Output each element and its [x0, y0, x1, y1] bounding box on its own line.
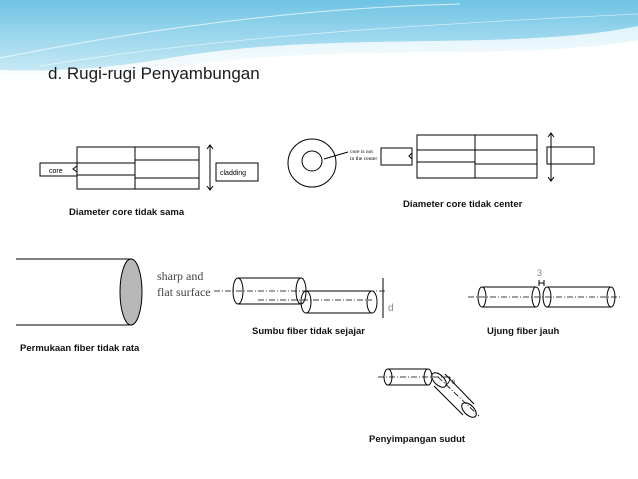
off-center-note-line2: in the center: [350, 156, 377, 162]
offset-symbol: d: [388, 303, 394, 314]
diagram-gap: [468, 280, 620, 308]
caption-core-mismatch: Diameter core tidak sama: [69, 207, 185, 218]
surface-note-line2: flat surface: [157, 285, 211, 299]
diagram-off-center: [287, 132, 595, 188]
gap-symbol: 3: [537, 268, 542, 278]
angle-symbol: θ: [452, 380, 455, 386]
off-center-note-line1: core is not: [350, 149, 373, 155]
header-wave-decoration: [0, 0, 638, 81]
diagram-core-mismatch: [39, 144, 259, 191]
slide-title: d. Rugi-rugi Penyambungan: [48, 64, 260, 83]
surface-note-line1: sharp and: [157, 269, 203, 283]
caption-rough-surface: Permukaan fiber tidak rata: [20, 343, 140, 354]
diagram-lateral-offset: [214, 277, 385, 318]
diagram-rough-surface: [16, 258, 143, 326]
caption-lateral-offset: Sumbu fiber tidak sejajar: [252, 326, 365, 337]
core-label: core: [49, 168, 63, 175]
cladding-label: cladding: [220, 170, 246, 177]
diagram-angular: [378, 368, 480, 418]
caption-gap: Ujung fiber jauh: [487, 326, 560, 337]
caption-off-center: Diameter core tidak center: [403, 199, 523, 210]
caption-angular: Penyimpangan sudut: [369, 434, 466, 445]
